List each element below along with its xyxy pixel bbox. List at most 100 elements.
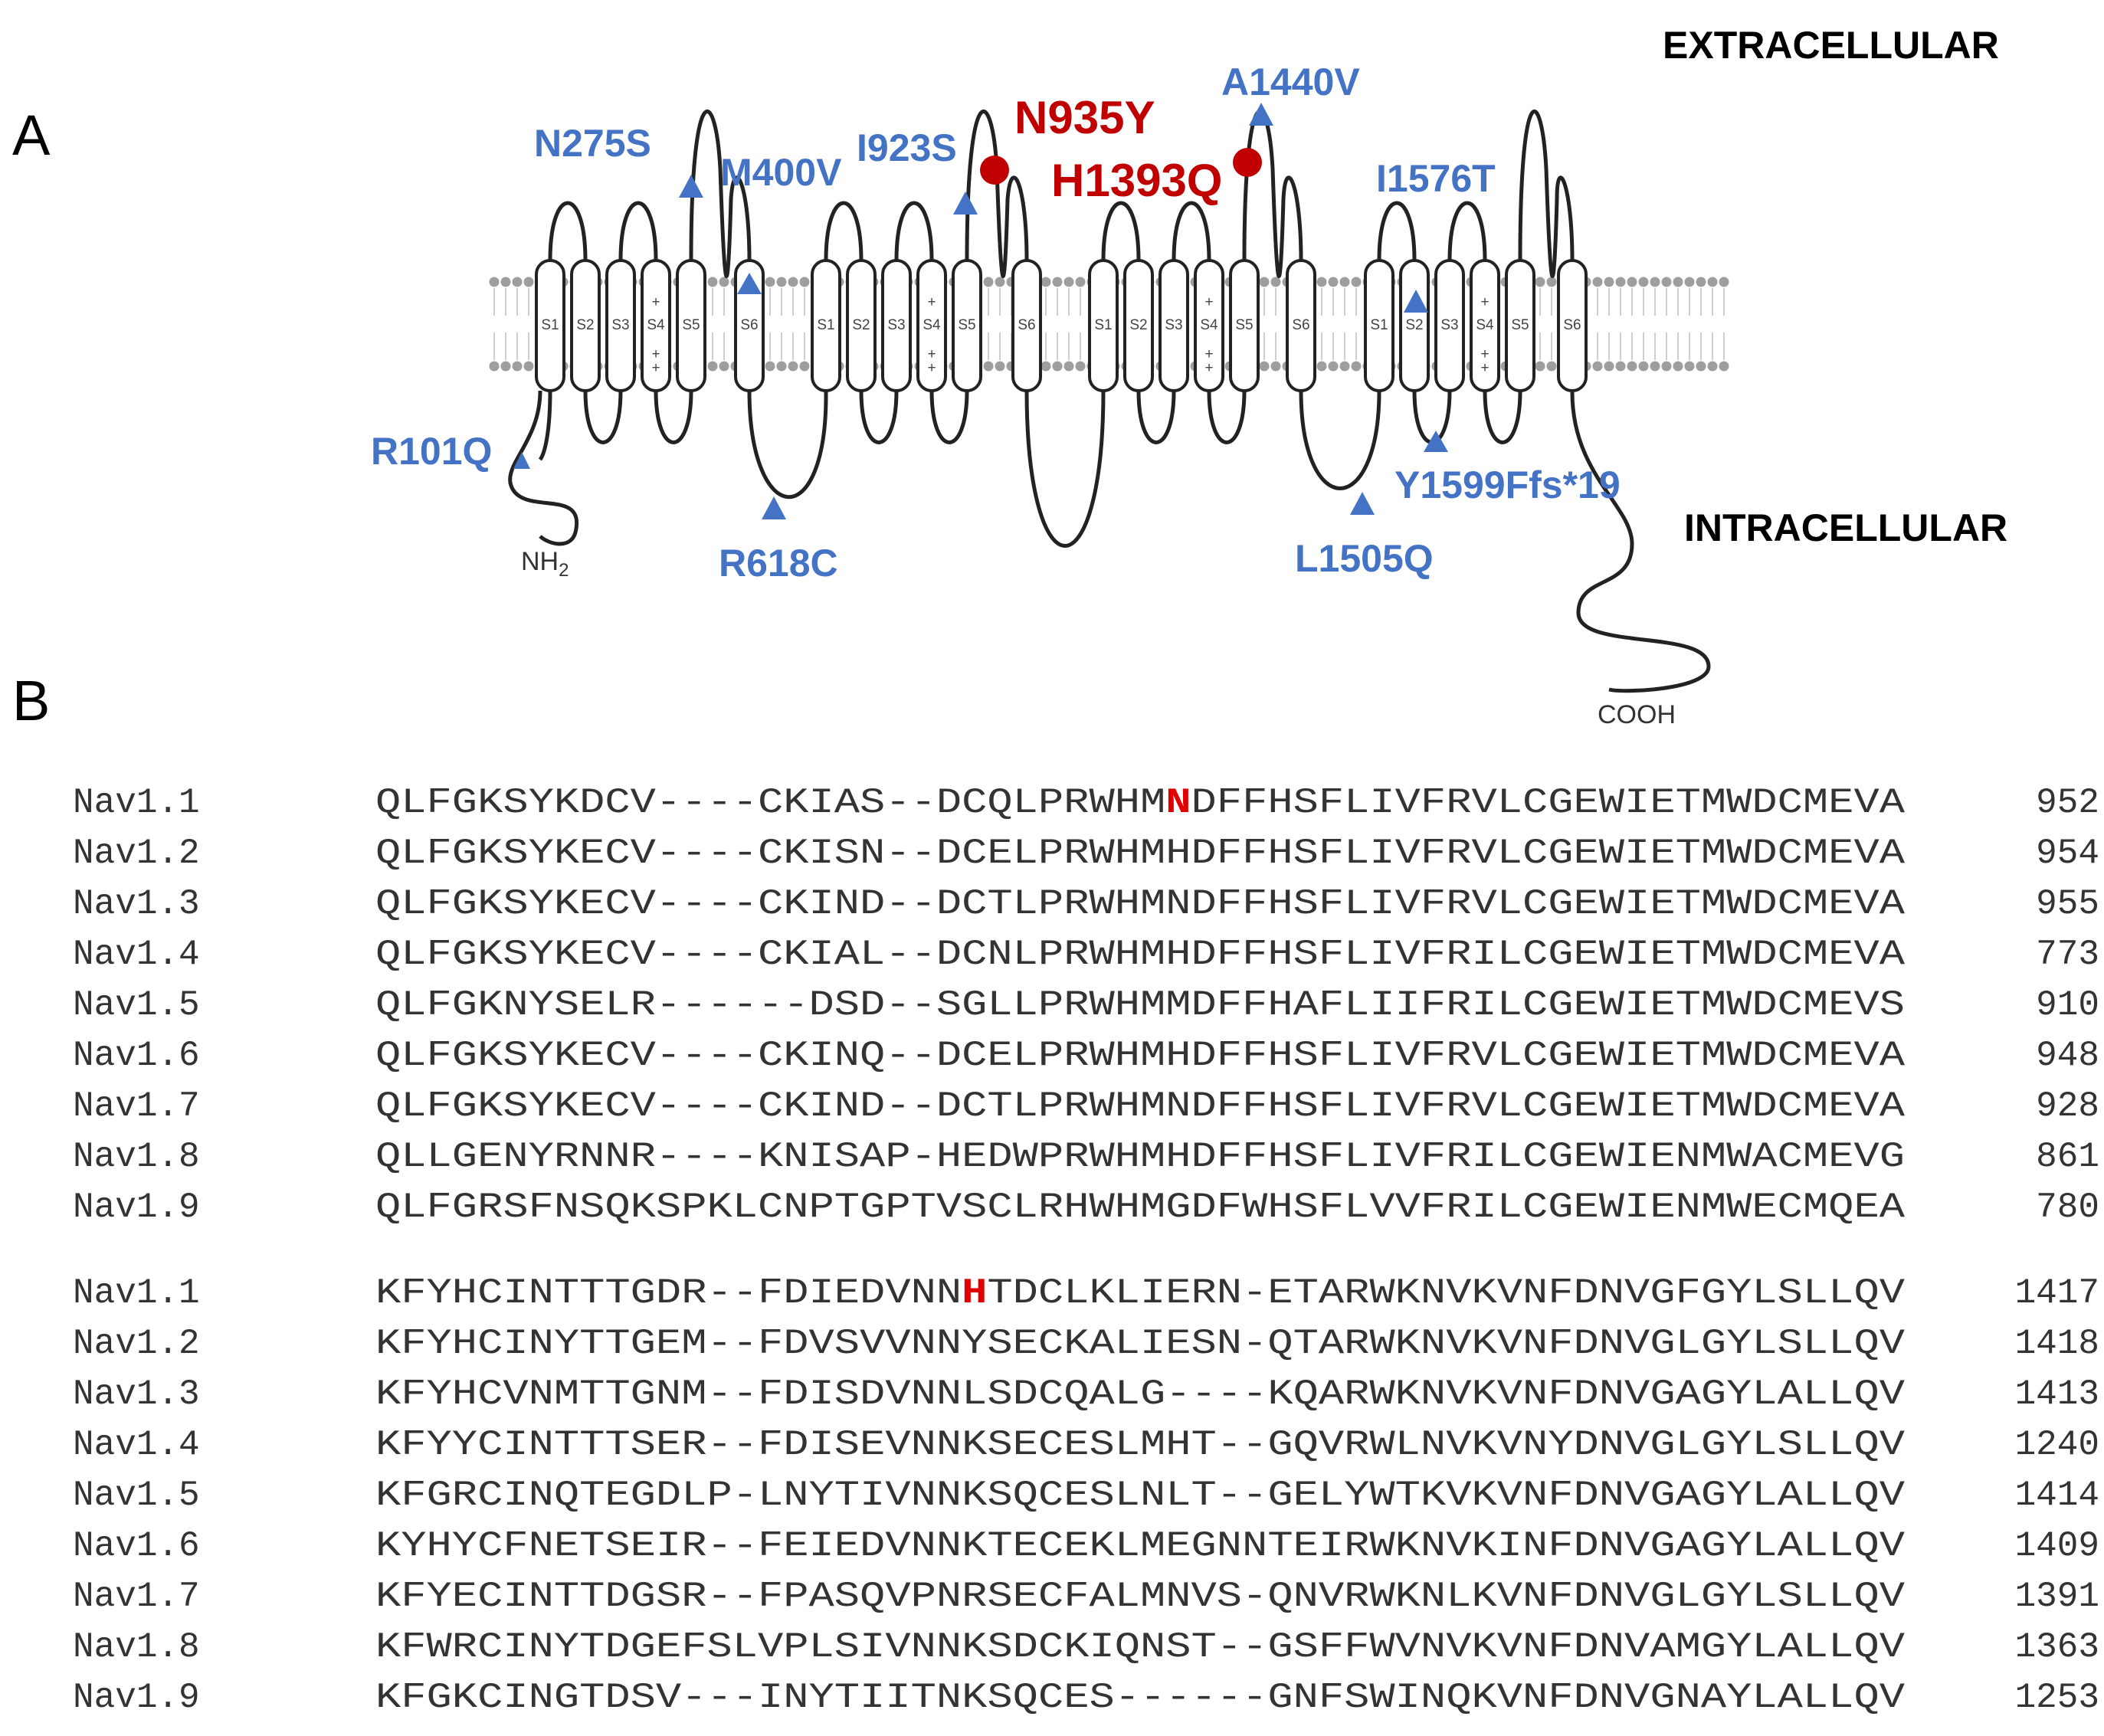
loop [1377,201,1417,261]
segment-label: S3 [611,317,629,333]
sequence: KFYECINTTDGSR--FPASQVPNRSECFALMNVS-QNVRW… [375,1577,1905,1616]
lipid-head [1684,277,1695,287]
lipid-head [523,361,534,372]
helix-d1-s1: S1 [535,259,565,392]
charge-plus: + [651,294,660,310]
residue-end-number: 1240 [2015,1425,2099,1465]
lipid-head [1661,277,1672,287]
highlighted-residue: H [962,1273,987,1313]
channel-name: Nav1.6 [73,1526,200,1566]
c-terminus-label: COOH [1598,700,1676,729]
lipid-head [788,361,798,372]
charge-plus: + [1480,294,1489,310]
lipid-head [1041,277,1051,287]
lipid-head [1627,277,1637,287]
channel-name: Nav1.1 [73,783,200,823]
segment-label: S1 [1370,317,1388,333]
residue-end-number: 780 [2036,1187,2099,1227]
residue-end-number: 1414 [2015,1476,2099,1515]
lipid-head [1650,361,1660,372]
channel-name: Nav1.9 [73,1678,200,1718]
segment-label: S4 [647,317,665,333]
charge-plus: + [1480,346,1489,362]
residue-end-number: 954 [2036,834,2099,873]
lipid-head [1627,361,1637,372]
helix-d4-s1: S1 [1364,259,1394,392]
loop [583,390,623,444]
label-a1440v: A1440V [1221,61,1360,103]
loop [1483,390,1522,444]
segment-label: S2 [1405,317,1423,333]
lipid-head [1546,277,1557,287]
charge-plus: + [927,346,936,362]
segment-label: S1 [817,317,834,333]
segment-label: S4 [1200,317,1218,333]
loop [747,390,828,500]
mutation-marker-h1393q [1233,148,1262,177]
residue-end-number: 910 [2036,985,2099,1025]
lipid-head [1316,277,1327,287]
loop [965,110,1029,278]
loop [1172,201,1211,261]
lipid-head [1673,277,1683,287]
lipid-head [765,277,775,287]
mutation-marker-n935y [980,156,1009,185]
loop [929,390,969,444]
segment-label: S5 [1235,317,1253,333]
channel-name: Nav1.8 [73,1137,200,1177]
label-l1505q: L1505Q [1295,537,1434,580]
residue-end-number: 861 [2036,1137,2099,1177]
sequence: KFYYCINTTTSER--FDISEVNNKSECESLMHT--GQVRW… [375,1425,1905,1465]
loop [654,390,693,444]
lipid-head [500,277,511,287]
label-n275s: N275S [534,122,651,165]
sequence: QLFGKSYKECV----CKINQ--DCELPRWHMHDFFHSFLI… [375,1036,1905,1076]
lipid-head [1063,277,1074,287]
charge-plus: + [927,294,936,310]
lipid-head [707,277,718,287]
label-i923s: I923S [857,126,957,169]
charge-plus: + [1204,294,1213,310]
helix-d2-s4: S4+++ [916,259,947,392]
segment-label: S3 [1165,317,1182,333]
lipid-head [1650,277,1660,287]
lipid-head [1259,361,1270,372]
channel-name: Nav1.6 [73,1036,200,1076]
channel-name: Nav1.5 [73,985,200,1025]
residue-end-number: 1418 [2015,1324,2099,1364]
lipid-head [983,277,994,287]
n-terminal-tail [508,390,579,546]
lipid-head [995,361,1005,372]
channel-name: Nav1.4 [73,1425,200,1465]
lipid-head [1707,361,1718,372]
segment-label: S1 [1094,317,1112,333]
segment-label: S6 [1292,317,1309,333]
lipid-head [1270,277,1281,287]
segment-label: S5 [1511,317,1529,333]
charge-plus: + [651,346,660,362]
residue-end-number: 1409 [2015,1526,2099,1566]
helix-d3-s2: S2 [1123,259,1154,392]
sequence: QLFGKSYKECV----CKIND--DCTLPRWHMNDFFHSFLI… [375,884,1905,924]
channel-loops [538,110,1575,548]
segment-label: S6 [1563,317,1581,333]
loop [1447,201,1487,261]
channel-name: Nav1.3 [73,1374,200,1414]
segment-label: S2 [1129,317,1147,333]
helix-d2-s2: S2 [846,259,877,392]
lipid-head [1615,277,1626,287]
lipid-head [1052,277,1063,287]
loop [1136,390,1176,444]
mutation-marker-n275s [679,175,703,198]
lipid-head [765,361,775,372]
loop [1412,390,1452,444]
mutation-marker-i1576t [1404,290,1428,313]
loop [618,201,658,261]
charge-plus: + [1204,346,1213,362]
